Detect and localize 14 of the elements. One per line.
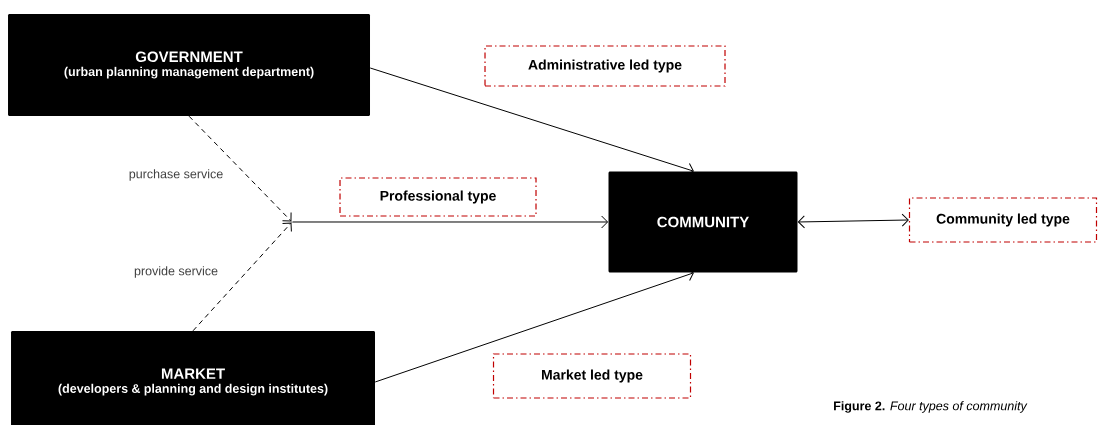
- figure-caption: Figure 2. Four types of community: [834, 401, 1028, 413]
- dashed-label-box: Professional type: [339, 177, 537, 217]
- dashed-label-box: Community led type: [908, 197, 1098, 243]
- arrow: [797, 213, 909, 229]
- arrow: [188, 115, 292, 222]
- edge-label: purchase service: [127, 168, 225, 182]
- dashed-label-box: Administrative led type: [484, 45, 726, 87]
- entity-box: GOVERNMENT (urban planning management department): [8, 14, 370, 116]
- arrow: [292, 215, 609, 229]
- edge-label: provide service: [133, 265, 220, 279]
- entity-box: COMMUNITY: [608, 171, 798, 273]
- entity-box: MARKET (developers & planning and design institutes): [11, 331, 375, 425]
- dashed-label-box: Market led type: [492, 353, 692, 399]
- arrow: [192, 222, 292, 332]
